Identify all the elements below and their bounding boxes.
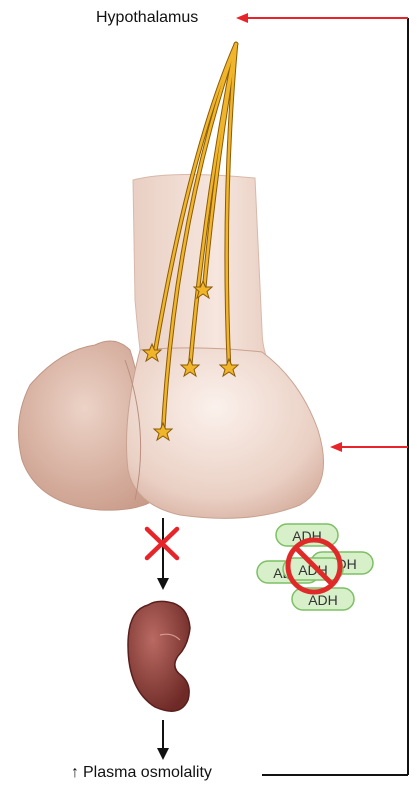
adh-cluster: ADH ADH ADH ADH ADH bbox=[257, 524, 373, 610]
kidney-to-osmolality-arrow bbox=[157, 720, 169, 760]
feedback-to-pituitary-arrowhead bbox=[330, 442, 342, 452]
plasma-osmolality-text: Plasma osmolality bbox=[83, 764, 212, 781]
hypothalamus-label: Hypothalamus bbox=[96, 9, 198, 27]
plasma-osmolality-label: ↑Plasma osmolality bbox=[71, 764, 212, 782]
kidney-icon bbox=[128, 601, 190, 711]
pituitary-to-kidney-arrow bbox=[157, 518, 169, 590]
increase-arrow-icon: ↑ bbox=[71, 764, 79, 781]
feedback-to-hypothalamus-arrowhead bbox=[236, 13, 248, 23]
